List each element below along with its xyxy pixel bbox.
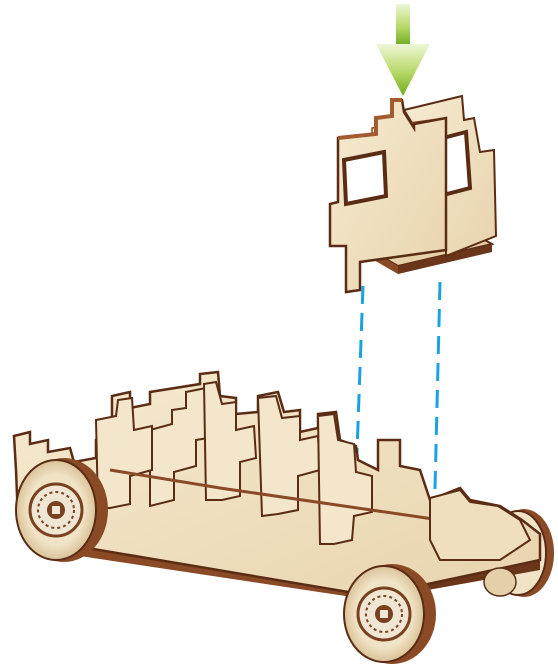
car-chassis bbox=[14, 372, 554, 664]
down-arrow-icon bbox=[376, 4, 430, 96]
front-left-wheel bbox=[16, 458, 108, 562]
alignment-guide-line bbox=[434, 282, 440, 530]
cab-piece bbox=[330, 96, 496, 292]
rear-right-wheel bbox=[344, 564, 436, 664]
